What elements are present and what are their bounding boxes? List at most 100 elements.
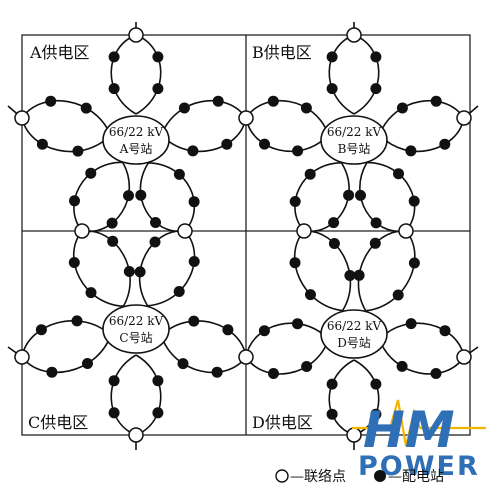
feeder-line [135,354,162,436]
distribution-station-dot [289,196,301,207]
distribution-station-dot [108,51,120,63]
legend-tie-point-label: —联络点 [290,469,346,485]
tie-point-circle [177,223,193,239]
distribution-station-dot [393,168,404,180]
distribution-station-dot [304,168,316,180]
tie-point-circle [456,349,472,365]
tie-point-circle [14,110,30,126]
substation-a-name: A号站 [119,142,153,156]
distribution-station-dot [152,51,164,63]
feeder-line [138,230,186,307]
zone-a-label: A供电区 [29,43,90,62]
distribution-station-dot [369,237,381,249]
feeder-line [328,359,355,436]
legend: —联络点 —配电站 [275,469,444,485]
distribution-station-dot [370,217,382,229]
substation-a-ellipse [102,115,170,165]
substation-a: 66/22 kV A号站 [102,115,170,165]
feeder-line [378,117,465,153]
feeder-line [378,99,465,136]
watermark-waveform [352,399,486,447]
substation-b: 66/22 kV B号站 [320,115,388,165]
feeder-line [110,34,137,115]
feeder-line [245,322,330,358]
feeder-line [303,230,352,312]
legend-tie-point-symbol [275,469,289,483]
feeder-line [160,335,247,374]
distribution-station-dot [46,366,58,378]
substation-c-name: C号站 [119,331,152,345]
feeder-line [81,230,131,307]
distribution-station-dot [326,83,338,95]
substation-b-name: B号站 [338,142,371,156]
feeder-line [366,161,416,232]
feeder-line [365,230,416,312]
distribution-station-dot [305,289,316,301]
distribution-station-dot [188,256,200,267]
distribution-station-dot [188,315,200,327]
tie-point-circle [296,223,312,239]
distribution-station-dot [370,83,382,95]
distribution-station-dot [405,318,417,330]
feeder-line [21,117,112,153]
distribution-station-dot [173,286,185,297]
feeder-line [245,339,330,375]
zone-c-label: C供电区 [28,413,88,432]
tie-point-circle [128,27,144,43]
distribution-station-dot [370,51,382,63]
substation-b-voltage: 66/22 kV [327,125,382,139]
distribution-station-dot [326,51,338,63]
substation-d-name: D号站 [337,336,371,350]
feeder-line [245,117,330,153]
distribution-station-dot [45,95,57,107]
substation-c-ellipse [102,304,170,354]
feeder-line [303,162,350,233]
tie-point-circle [346,427,362,443]
distribution-station-dot [439,138,451,150]
tie-point-circle [74,223,90,239]
feeder-line [160,320,247,358]
distribution-station-dot [430,368,442,379]
distribution-station-dot [300,102,312,114]
distribution-station-dot [396,102,408,114]
distribution-station-dot [152,83,164,95]
feeder-line [378,339,465,375]
feeder-line [160,99,247,136]
distribution-station-dot [370,378,382,390]
distribution-stations [35,51,451,420]
distribution-station-dot [267,95,279,107]
distribution-station-dot [326,408,338,420]
distribution-station-dot [405,145,417,157]
distribution-station-dot [68,257,80,268]
distribution-station-dot [82,358,93,369]
distribution-station-dot [134,266,146,278]
distribution-station-dot [408,195,420,207]
distribution-station-dot [408,257,420,269]
tie-points [14,27,472,443]
distribution-station-dot [69,195,80,207]
substation-b-ellipse [320,115,388,165]
distribution-station-dot [353,269,365,281]
distribution-station-dot [289,257,301,269]
tie-point-circle [398,223,414,239]
distribution-station-dot [106,217,118,229]
distribution-station-dot [439,325,451,337]
distribution-station-dot [123,190,134,202]
feeder-line [110,354,137,436]
distribution-station-dot [212,95,224,107]
distribution-station-dot [178,102,190,114]
distribution-station-dot [258,325,270,337]
feeder-line [72,230,124,308]
distribution-station-dot [222,324,234,336]
distribution-station-dot [71,315,83,327]
zone-b-label: B供电区 [252,43,312,62]
distribution-station-dot [211,366,223,378]
distribution-station-dot [36,138,48,150]
substation-c-voltage: 66/22 kV [109,314,164,328]
substation-a-voltage: 66/22 kV [109,125,164,139]
tie-point-circle [346,27,362,43]
tie-point-circle [238,349,254,365]
distribution-station-dot [292,145,304,157]
distribution-station-dot [396,360,408,372]
feeder-line [160,117,247,153]
